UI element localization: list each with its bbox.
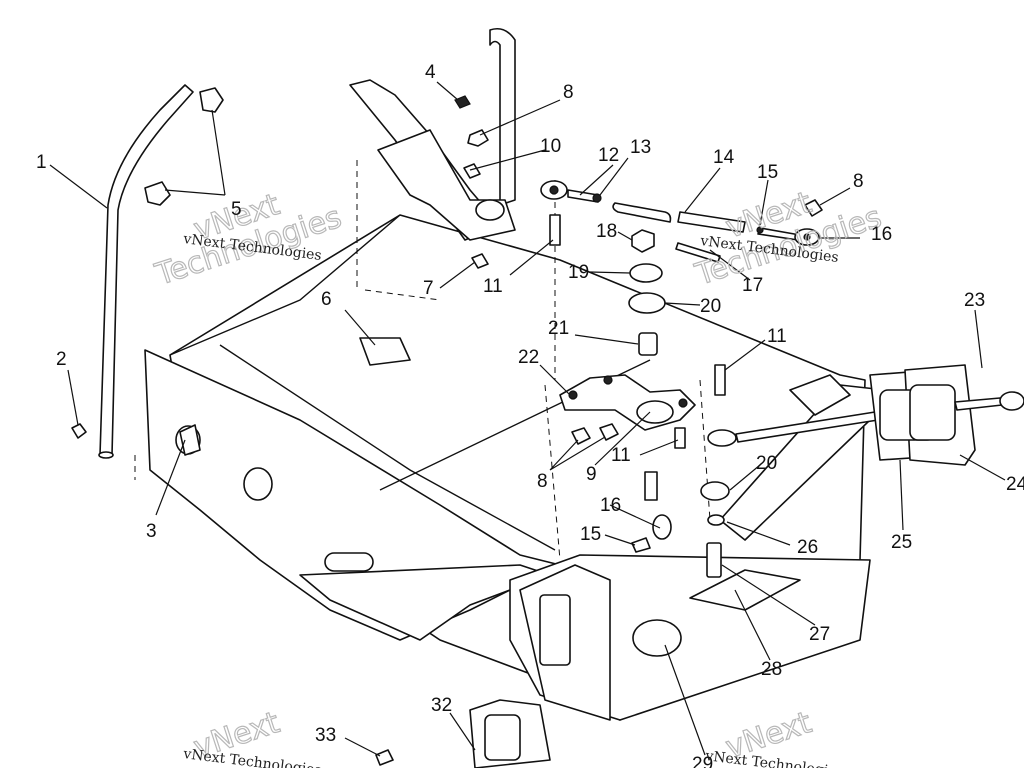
hardware	[71, 87, 823, 766]
callout-25: 25	[891, 532, 912, 553]
chassis-frame	[134, 160, 886, 721]
callout-4: 4	[425, 62, 436, 83]
leader-lines	[49, 81, 1006, 757]
callout-11b: 11	[767, 326, 787, 347]
pivot-stack	[628, 229, 730, 578]
callout-10: 10	[540, 136, 561, 157]
callout-19: 19	[568, 262, 589, 283]
callout-6: 6	[321, 289, 332, 310]
handle-bar	[98, 84, 194, 459]
callout-14: 14	[713, 147, 735, 168]
callout-1: 1	[36, 152, 47, 173]
callout-28: 28	[761, 659, 782, 680]
steering-column	[349, 27, 516, 241]
lower-plate	[469, 699, 551, 769]
callout-11c: 11	[611, 445, 631, 466]
callout-33: 33	[315, 725, 336, 746]
callout-27: 27	[809, 624, 830, 645]
callouts: 1 2 3 4 5 6 7 8 8 8 9 10 11 11 11 11 12 …	[36, 62, 1024, 773]
callout-16b: 16	[600, 495, 621, 516]
callout-26: 26	[797, 537, 818, 558]
callout-9: 9	[586, 464, 597, 485]
callout-2: 2	[56, 349, 67, 370]
callout-3: 3	[146, 521, 157, 542]
callout-20b: 20	[756, 453, 777, 474]
callout-5: 5	[231, 199, 242, 220]
callout-11a: 11	[483, 276, 503, 297]
callout-8a: 8	[563, 82, 574, 103]
callout-18: 18	[596, 221, 617, 242]
callout-20a: 20	[700, 296, 721, 317]
steering-arm-plate	[559, 374, 696, 431]
callout-22: 22	[518, 347, 539, 368]
callout-16a: 16	[871, 224, 892, 245]
callout-7: 7	[423, 278, 434, 299]
right-tie-rod	[707, 364, 1024, 466]
callout-15a: 15	[757, 162, 778, 183]
callout-29: 29	[692, 754, 713, 768]
callout-15b: 15	[580, 524, 601, 545]
callout-17: 17	[742, 275, 763, 296]
callout-8b: 8	[853, 171, 864, 192]
callout-12: 12	[598, 145, 619, 166]
tie-rod-assembly	[540, 180, 820, 263]
callout-32: 32	[431, 695, 452, 716]
callout-23: 23	[964, 290, 985, 311]
callout-13: 13	[630, 137, 651, 158]
callout-24: 24	[1006, 474, 1024, 495]
callout-21: 21	[548, 318, 569, 339]
callout-8c: 8	[537, 471, 548, 492]
